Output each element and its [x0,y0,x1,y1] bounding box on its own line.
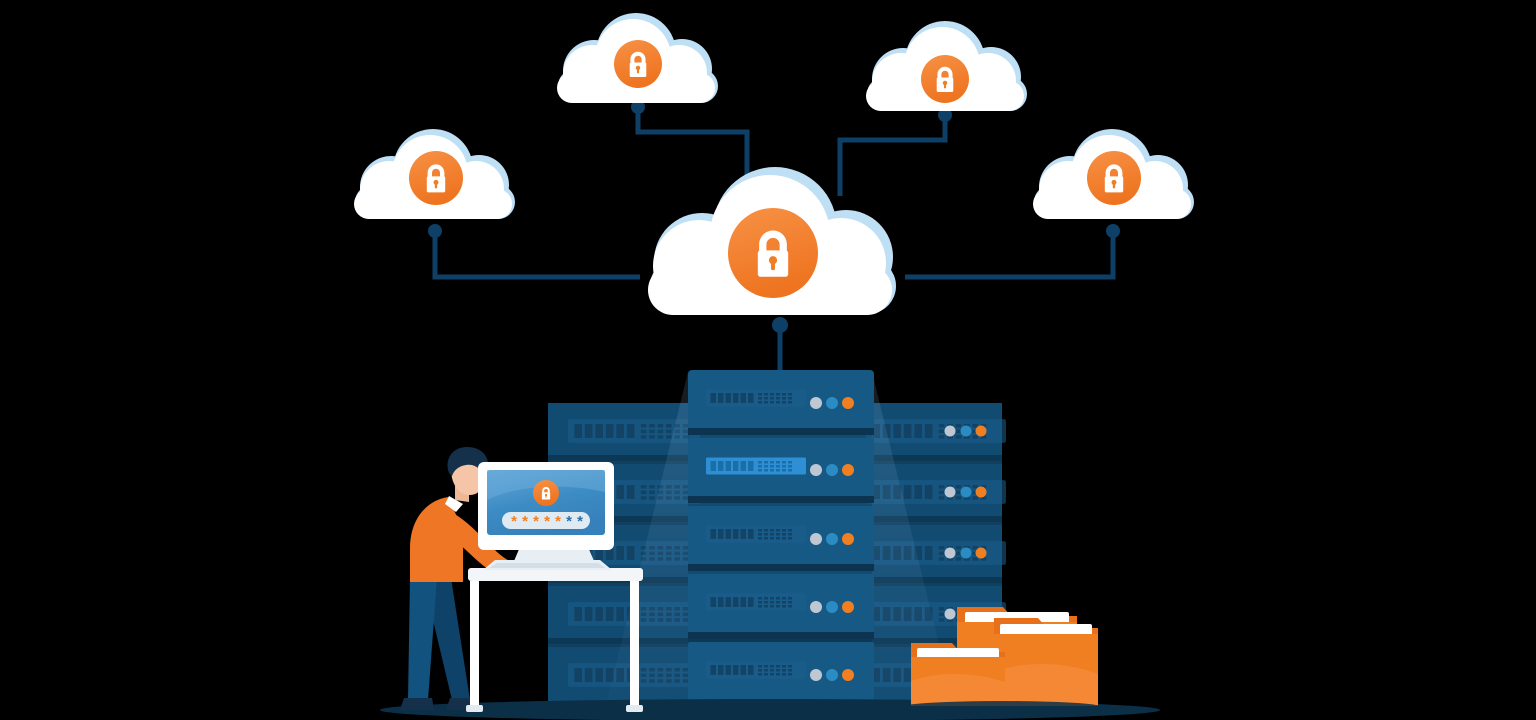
desk-foot-left [466,705,483,712]
desk-leg-left [470,581,479,711]
status-led-gray [810,601,822,613]
svg-text:*: * [555,513,561,530]
status-led-orange [842,397,854,409]
password-masked-chars: * * * * * * * [511,513,583,530]
cloud-far-right[interactable] [1033,129,1194,219]
cloud-top-left[interactable] [354,129,515,219]
status-led-blue [826,464,838,476]
rack-unit [688,642,874,706]
person-collar [445,496,463,512]
person-hair [447,447,489,476]
document-folders[interactable] [902,607,1102,713]
svg-text:*: * [522,513,528,530]
connector-top-center [635,104,750,196]
svg-text:*: * [566,513,572,530]
svg-text:Secure Cloud Data Storage Infr: Secure Cloud Data Storage Infrastructure [4,1,298,18]
padlock-icon [936,66,954,92]
connector-endpoints [428,100,1120,333]
status-led-orange [842,669,854,681]
svg-text:*: * [544,513,550,530]
padlock-icon [541,486,551,500]
padlock-icon [757,230,789,277]
status-led-gray [810,669,822,681]
status-led-gray [810,397,822,409]
connector-top-right [837,112,948,196]
padlock-icon [426,164,446,193]
svg-text:*******: ******* [4,227,48,244]
folder-right[interactable] [994,618,1098,706]
standing-desk[interactable] [466,568,643,712]
desk-top [468,568,643,581]
folder-shadow [902,701,1102,713]
svg-text:*: * [511,513,517,530]
connector-lines [432,104,1116,370]
status-led-orange [842,601,854,613]
status-led-orange [842,533,854,545]
person-shoe-front [400,698,434,710]
status-led-gray [810,533,822,545]
padlock-icon [1104,164,1124,193]
status-led-gray [810,464,822,476]
svg-text:*: * [533,513,539,530]
server-rack-front[interactable] [688,370,874,715]
rack-unit [688,370,874,435]
cloud-top-center[interactable] [557,13,718,103]
cloud-top-right[interactable] [866,21,1027,111]
status-led-blue [826,533,838,545]
connector-top-left [432,228,640,280]
rack-unit-active [688,438,874,503]
rack-unit [688,574,874,639]
rack-unit [688,506,874,571]
folder-front[interactable] [911,643,1005,706]
status-led-blue [826,601,838,613]
light-rays [606,372,954,705]
password-input[interactable] [502,512,590,529]
desk-foot-right [626,705,643,712]
keyboard[interactable] [483,560,612,570]
cloud-main-center[interactable] [648,167,896,315]
padlock-icon [629,51,647,77]
status-led-blue [826,669,838,681]
person-front-leg [408,578,437,700]
svg-text:*: * [577,513,583,530]
status-led-blue [826,397,838,409]
login-monitor[interactable]: * * * * * * * [478,462,614,568]
desk-leg-right [630,581,639,711]
connector-far-right [905,228,1116,280]
status-led-orange [842,464,854,476]
